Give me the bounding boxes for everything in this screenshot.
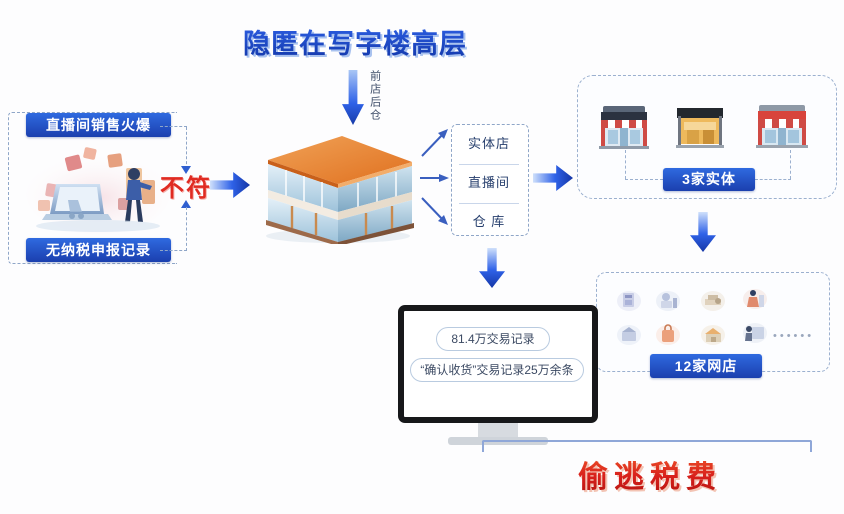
ellipsis-more-shops: ••••••: [773, 330, 815, 342]
channel-item-warehouse: 仓 库: [472, 214, 506, 229]
dashed-connector-bottom: [160, 250, 187, 251]
office-building-icon: [246, 126, 426, 246]
page-title-shadow: 隐匿在写字楼高层: [245, 24, 495, 63]
online-shop-icon: [742, 286, 768, 310]
conclusion-shadow: 偷逃税费: [580, 454, 724, 498]
online-shop-icon: [655, 288, 681, 312]
confirmed-receipt-bubble: “确认收货”交易记录25万余条: [410, 358, 584, 382]
arrow-right-icon-thin: [420, 172, 450, 184]
online-shop-icon: [655, 322, 681, 346]
column-divider: [459, 203, 519, 204]
arrow-upright-icon: [420, 126, 450, 158]
storefront-icon: [595, 94, 653, 157]
storefront-icon: [673, 98, 727, 157]
dashed-connector-top: [160, 126, 187, 127]
conclusion-label: 偷逃税费: [578, 452, 722, 496]
page-title: 隐匿在写字楼高层: [243, 22, 493, 61]
monitor-neck: [478, 423, 518, 440]
left-dashed-bracket: [8, 112, 177, 264]
channel-column: [451, 124, 529, 236]
online-shop-icon: [742, 320, 768, 344]
storefront-icon: [753, 93, 811, 156]
channel-item-live-room: 直播间: [467, 175, 510, 190]
dashed-link: [625, 150, 626, 179]
arrow-down-icon-to-monitor: [479, 248, 505, 288]
dashed-link: [790, 150, 791, 179]
dashed-link: [625, 179, 663, 180]
arrow-right-icon-to-stores: [533, 165, 573, 191]
label-no-tax-record: 无纳税申报记录: [26, 238, 171, 262]
online-shop-icon: [700, 322, 726, 346]
online-shop-icon: [700, 288, 726, 312]
summary-bracket: [482, 440, 812, 452]
dashed-connector-vertical-bottom: [186, 207, 187, 251]
channel-item-physical-store: 实体店: [467, 136, 510, 151]
transaction-records-bubble: 81.4万交易记录: [436, 327, 550, 351]
online-shop-icon: [616, 322, 642, 346]
monitor-base: [448, 437, 548, 445]
label-physical-stores-count: 3家实体: [663, 168, 755, 191]
vertical-caption: 前店后仓: [368, 70, 381, 122]
arrow-right-icon-to-building: [210, 172, 250, 198]
label-online-stores-count: 12家网店: [650, 354, 762, 378]
arrow-down-icon-mismatch: [181, 166, 191, 174]
label-live-sales: 直播间销售火爆: [26, 113, 171, 137]
livestream-shopping-illustration: [22, 140, 174, 236]
dashed-connector-vertical-top: [186, 127, 187, 169]
arrow-down-icon-title: [342, 70, 364, 125]
mismatch-label: 不符: [160, 175, 212, 202]
column-divider: [459, 164, 519, 165]
arrow-downright-icon: [420, 196, 450, 228]
arrow-up-icon-mismatch: [181, 200, 191, 208]
online-shop-icon: [616, 288, 642, 312]
arrow-down-icon-to-online: [690, 212, 716, 252]
dashed-link: [755, 179, 791, 180]
